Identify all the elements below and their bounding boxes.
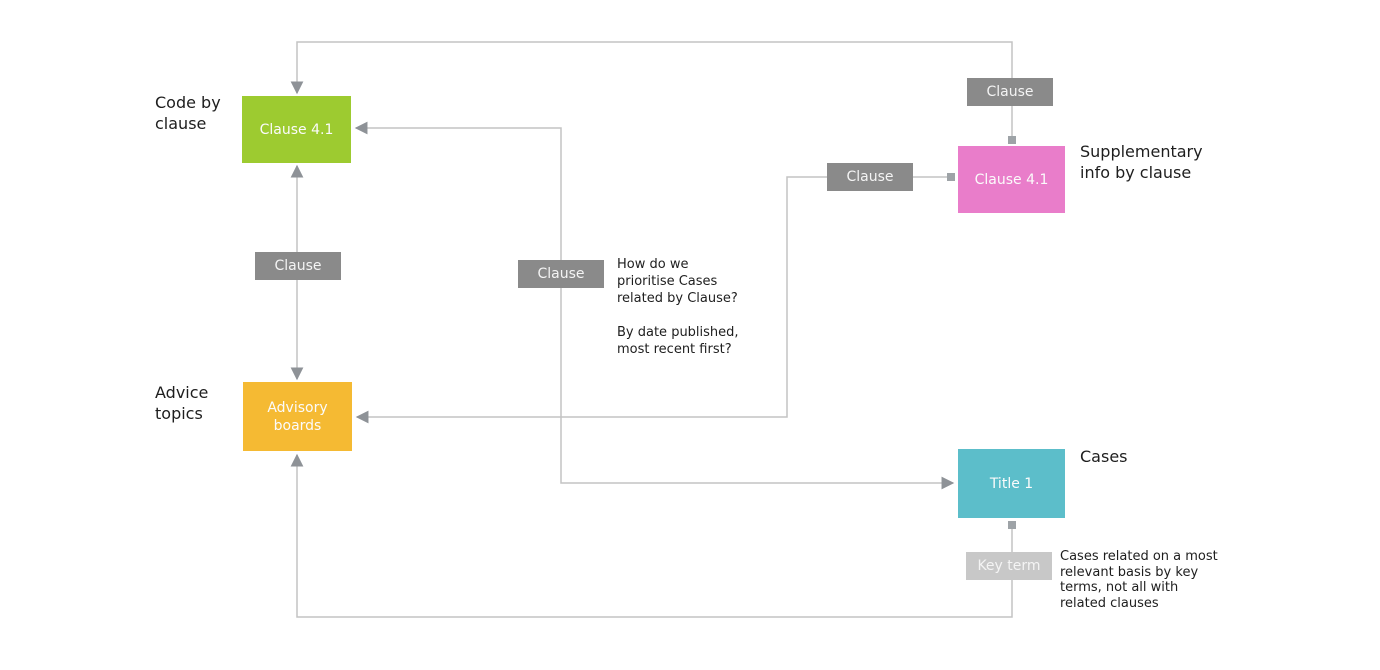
node-advisory-boards: Advisory boards [243,382,352,451]
edge-label-clause-left: Clause [255,252,341,280]
connection-square-pink-left [947,173,955,181]
edge-label-key-term: Key term [966,552,1052,580]
annotation-key-terms-note: Cases related on a most relevant basis b… [1060,549,1218,611]
connection-square-teal-bottom [1008,521,1016,529]
connection-square-pink-top [1008,136,1016,144]
label-supplementary-info: Supplementary info by clause [1080,142,1203,182]
edge-label-clause-right: Clause [827,163,913,191]
edge-label-clause-top: Clause [967,78,1053,106]
edge-label-clause-mid: Clause [518,260,604,288]
connector-supplementary-to-code-top [290,41,1013,142]
annotation-prioritise-question: How do we prioritise Cases related by Cl… [617,257,739,357]
label-code-by-clause: Code by clause [155,93,221,133]
connector-code-cases-bidirectional [354,121,955,490]
connector-cases-to-advice-bottom [290,453,1013,618]
node-title-1: Title 1 [958,449,1065,518]
label-advice-topics: Advice topics [155,383,209,423]
node-code-by-clause: Clause 4.1 [242,96,351,163]
node-supplementary-clause: Clause 4.1 [958,146,1065,213]
label-cases: Cases [1080,447,1128,466]
